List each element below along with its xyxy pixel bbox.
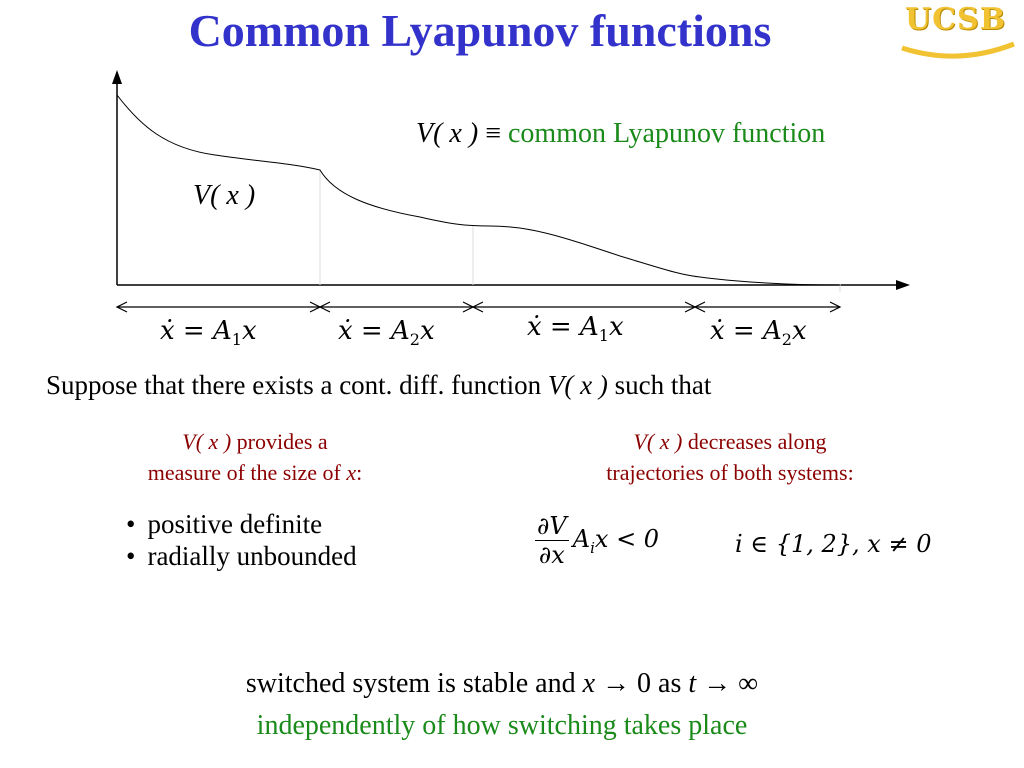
list-item: positive definite <box>126 508 357 540</box>
definition-rhs: common Lyapunov function <box>507 118 826 149</box>
definition-lhs: V( x ) <box>416 118 479 149</box>
conclusion: switched system is stable and x → 0 as t… <box>245 668 759 699</box>
index-condition: i ∈ {1, 2}, x ≠ 0 <box>735 530 932 558</box>
lyapunov-plot <box>112 70 910 313</box>
property-list: positive definite radially unbounded <box>126 508 357 572</box>
lyapunov-curve <box>116 94 841 286</box>
page-title: Common Lyapunov functions <box>188 5 772 56</box>
y-axis-arrow-icon <box>112 70 122 84</box>
definition-line: V( x ) ≡ common Lyapunov function <box>416 118 825 150</box>
conclusion-note: independently of how switching takes pla… <box>256 710 748 741</box>
ucsb-logo: UCSB <box>905 2 1007 37</box>
mode-label-3: ẋ = A1x <box>527 312 624 346</box>
logo-swoosh-icon <box>901 41 1015 59</box>
list-item: radially unbounded <box>126 540 356 572</box>
size-measure-caption: V( x ) provides a measure of the size of… <box>147 429 363 485</box>
decrease-caption: V( x ) decreases along trajectories of b… <box>606 429 854 485</box>
mode-label-1: ẋ = A1x <box>160 316 257 350</box>
interval-arrows <box>115 301 842 313</box>
x-axis-arrow-icon <box>896 280 910 290</box>
mode-label-4: ẋ = A2x <box>710 316 807 350</box>
curve-label: V( x ) <box>193 180 256 211</box>
suppose-sentence: Suppose that there exists a cont. diff. … <box>46 370 712 400</box>
equiv-symbol: ≡ <box>485 118 501 149</box>
mode-label-2: ẋ = A2x <box>338 316 435 350</box>
